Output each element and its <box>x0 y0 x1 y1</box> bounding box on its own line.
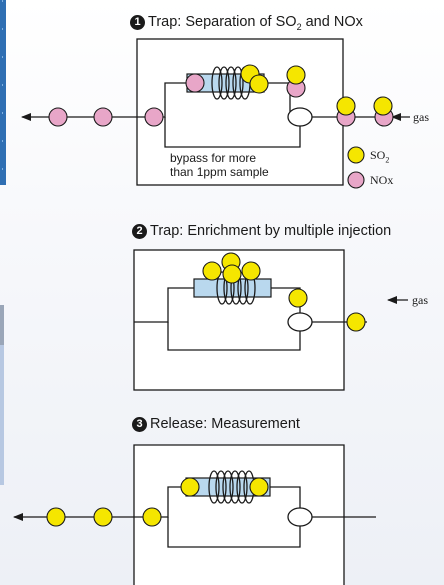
legend-so2-swatch <box>347 146 365 164</box>
section-2-label: Trap: Enrichment by multiple injection <box>150 223 392 239</box>
section-3-title: 3 Release: Measurement <box>132 416 300 432</box>
nox-molecule <box>48 107 68 127</box>
section-3-bypass-path <box>167 517 301 548</box>
legend-so2-label: SO2 <box>370 148 390 165</box>
so2-molecule <box>249 74 269 94</box>
bypass-note-line-2: than 1ppm sample <box>170 165 269 179</box>
sidebar-strip-top <box>0 0 6 185</box>
bypass-note: bypass for more than 1ppm sample <box>170 151 269 179</box>
so2-molecule <box>286 65 306 85</box>
nox-molecule <box>185 73 205 93</box>
legend-nox-label: NOx <box>370 173 394 187</box>
section-1-label: Trap: Separation of SO <box>148 14 297 30</box>
bypass-note-line-1: bypass for more <box>170 151 257 165</box>
section-2-diagram <box>133 249 408 391</box>
step-number-badge: 3 <box>132 416 147 432</box>
section-3-valve <box>287 507 313 527</box>
so2-molecule <box>249 477 269 497</box>
section-2-title: 2 Trap: Enrichment by multiple injection <box>132 223 391 239</box>
gas-label-2: gas <box>412 293 428 307</box>
section-1-title: 1 Trap: Separation of SO2 and NOx <box>130 14 363 32</box>
section-1-label-end: and NOx <box>301 14 363 30</box>
so2-molecule <box>93 507 113 527</box>
step-number-badge: 2 <box>132 223 147 239</box>
so2-molecule <box>241 261 261 281</box>
section-3-box <box>133 444 345 585</box>
section-3-coil <box>208 470 255 504</box>
step-number-badge: 1 <box>130 15 145 31</box>
nox-molecule <box>93 107 113 127</box>
section-2-valve <box>287 312 313 332</box>
so2-molecule <box>180 477 200 497</box>
section-1-label-subscript: 2 <box>296 21 302 32</box>
so2-molecule <box>288 288 308 308</box>
sidebar-strip-middle <box>0 305 4 345</box>
legend-nox-swatch <box>347 171 365 189</box>
nox-molecule <box>144 107 164 127</box>
section-1-bypass-path <box>164 117 301 148</box>
so2-molecule <box>336 96 356 116</box>
section-1-valve <box>287 107 313 127</box>
section-1-diagram <box>21 38 410 189</box>
so2-molecule <box>373 96 393 116</box>
so2-molecule <box>346 312 366 332</box>
so2-molecule <box>202 261 222 281</box>
so2-molecule <box>222 264 242 284</box>
so2-molecule <box>142 507 162 527</box>
section-2-bypass-path <box>167 322 301 351</box>
gas-label-1: gas <box>413 110 429 124</box>
section-3-label: Release: Measurement <box>150 416 300 432</box>
section-3-diagram <box>13 444 376 585</box>
so2-molecule <box>46 507 66 527</box>
sidebar-strip-bottom <box>0 345 4 485</box>
